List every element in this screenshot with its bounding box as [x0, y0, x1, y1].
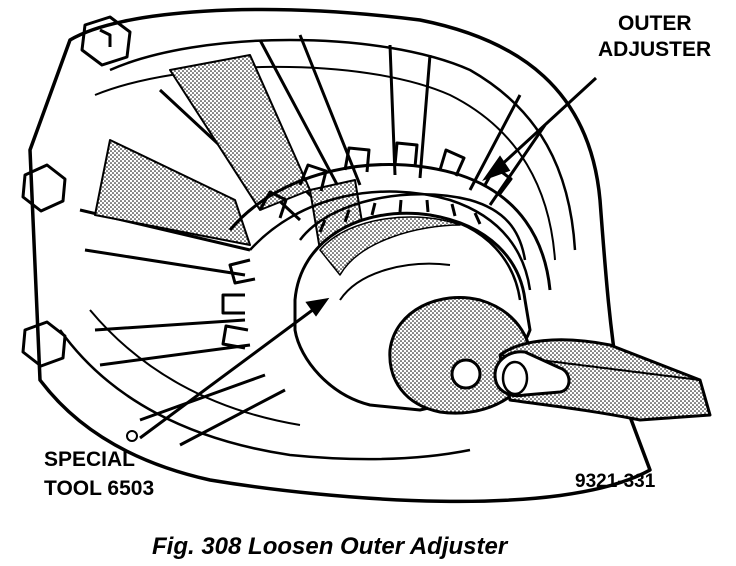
special-tool-6503: [293, 211, 712, 422]
figure-caption: Fig. 308 Loosen Outer Adjuster: [152, 533, 509, 560]
leader-lines: [139, 76, 598, 440]
outer-adjuster-label-line2: ADJUSTER: [598, 38, 711, 61]
special-tool-label-line1: SPECIAL: [44, 448, 135, 471]
figure-number: 9321-331: [575, 471, 656, 492]
outer-adjuster-label-line1: OUTER: [618, 12, 692, 35]
special-tool-label-line2: TOOL 6503: [44, 477, 154, 500]
